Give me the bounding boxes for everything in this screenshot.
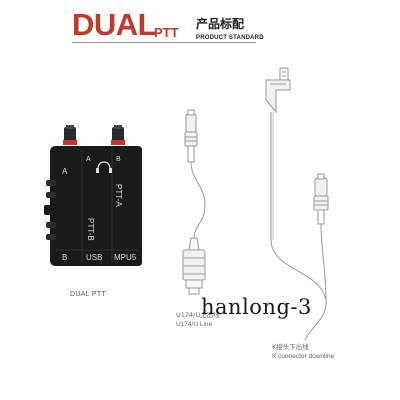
k-connector-caption-cn: K接头下出线 — [272, 343, 309, 351]
button-ptt-a: PTT-A — [114, 184, 123, 207]
port-usb: USB — [86, 253, 102, 262]
headset-icon — [96, 161, 112, 173]
watermark-text: hanlong-3 — [201, 295, 312, 319]
label-b-left: B — [62, 253, 67, 262]
device-caption: DUAL PTT — [70, 291, 106, 298]
knob-b — [111, 125, 125, 145]
k-connector-cable — [265, 67, 329, 341]
dual-ptt-device: A A B B PTT-A PTT-B USB MPU5 — [44, 125, 142, 266]
u174-caption-cn: U174/U上出线 — [176, 311, 220, 319]
k-connector-caption-en: K connector downline — [272, 353, 335, 360]
port-mpu5: MPU5 — [114, 253, 137, 262]
title-english: PRODUCT STANDARD — [196, 35, 264, 41]
label-a-left: A — [62, 167, 68, 176]
brand-dual: DUAL — [72, 7, 157, 42]
u174-caption-en: U174/U Line — [176, 321, 213, 328]
u174-cable — [182, 109, 206, 295]
label-a-top: A — [86, 156, 91, 163]
device-body — [50, 146, 142, 266]
title-chinese: 产品标配 — [196, 17, 245, 31]
knob-a — [63, 125, 77, 145]
button-ptt-b: PTT-B — [86, 218, 95, 241]
label-b-top: B — [116, 156, 121, 163]
grip-ribs — [46, 180, 56, 240]
brand-ptt: PTT — [154, 25, 179, 40]
header-divider — [72, 42, 256, 43]
